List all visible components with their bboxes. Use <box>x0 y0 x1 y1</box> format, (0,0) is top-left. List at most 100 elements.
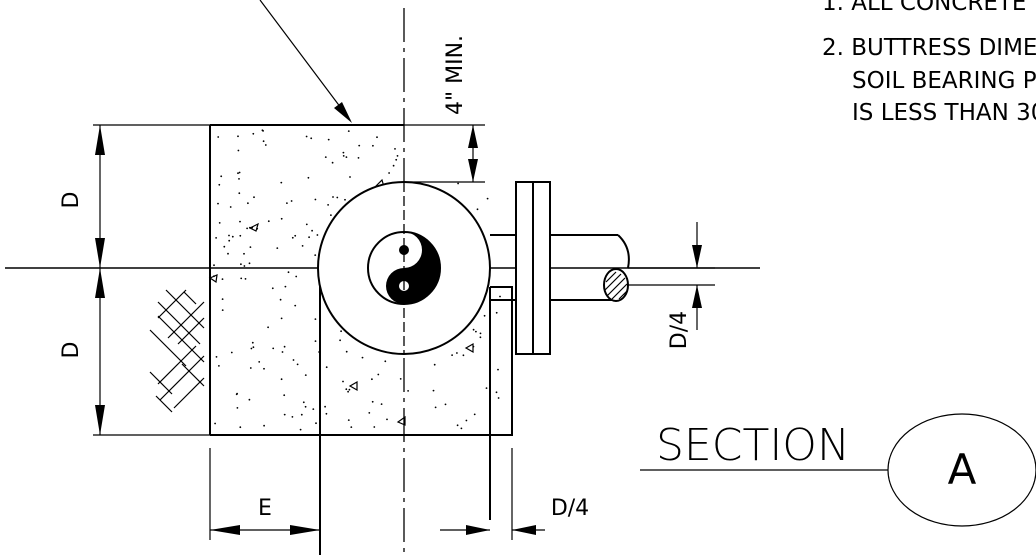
stipple-dot <box>239 220 241 223</box>
stipple-dot <box>432 389 435 392</box>
stipple-dot <box>499 295 501 298</box>
stipple-dot <box>243 265 246 267</box>
stipple-dot <box>262 130 264 132</box>
pipe-horizontal <box>550 234 630 302</box>
stipple-dot <box>249 367 252 369</box>
stipple-dot <box>283 394 286 397</box>
stipple-dot <box>368 412 371 414</box>
stipple-dot <box>497 368 499 371</box>
section-title: SECTION <box>656 420 850 471</box>
stipple-dot <box>371 400 374 403</box>
notes: 1. ALL CONCRETE TO 2. BUTTRESS DIMENS SO… <box>822 0 1036 126</box>
elbow-fitting <box>317 181 491 355</box>
stipple-dot <box>314 198 317 201</box>
stipple-dot <box>221 298 224 300</box>
stipple-dot <box>235 393 238 396</box>
stipple-dot <box>456 424 459 427</box>
stipple-dot <box>394 148 396 150</box>
stipple-dot <box>280 317 283 320</box>
stipple-dot <box>456 352 458 354</box>
stipple-dot <box>267 220 270 223</box>
stipple-dot <box>465 419 468 422</box>
stipple-dot <box>217 202 219 205</box>
dim-d-lower: D <box>59 268 210 436</box>
stipple-dot <box>264 144 267 146</box>
stipple-dot <box>247 202 249 205</box>
stipple-dot <box>308 236 310 239</box>
stipple-dot <box>249 246 252 249</box>
stipple-dot <box>395 158 398 161</box>
stipple-dot <box>290 200 293 202</box>
stipple-dot <box>251 341 254 344</box>
stipple-dot <box>239 234 242 237</box>
stipple-dot <box>457 182 459 185</box>
stipple-dot <box>386 418 388 421</box>
stipple-dot <box>485 387 488 389</box>
stipple-dot <box>307 176 310 179</box>
stipple-dot <box>316 234 319 236</box>
stipple-dot <box>340 330 342 333</box>
stipple-dot <box>472 328 475 331</box>
note-line-1: 1. ALL CONCRETE TO <box>822 0 1036 16</box>
stipple-dot <box>300 413 303 416</box>
stipple-dot <box>325 412 328 415</box>
dim-e: E <box>209 448 320 540</box>
stipple-dot <box>238 178 240 180</box>
stipple-dot <box>444 403 447 406</box>
stipple-dot <box>434 406 437 409</box>
stipple-dot <box>342 380 344 383</box>
stipple-dot <box>324 405 326 408</box>
stipple-dot <box>217 136 220 138</box>
stipple-dot <box>310 137 313 140</box>
stipple-dot <box>373 426 376 428</box>
dim-d4-right-label: D/4 <box>667 311 692 349</box>
stipple-dot <box>347 419 350 421</box>
section-marker: A <box>948 445 977 494</box>
stipple-dot <box>231 235 234 238</box>
stipple-dot <box>218 222 221 224</box>
stipple-dot <box>347 130 350 133</box>
stipple-dot <box>296 363 299 366</box>
stipple-dot <box>295 275 298 278</box>
stipple-dot <box>302 401 305 404</box>
stipple-dot <box>283 413 286 416</box>
stipple-dot <box>407 390 409 392</box>
concrete-stipple <box>213 129 501 431</box>
stipple-dot <box>283 345 286 348</box>
stipple-dot <box>327 204 329 206</box>
pipe-vertical <box>319 280 491 555</box>
stipple-dot <box>475 330 477 333</box>
stipple-dot <box>376 136 378 139</box>
stipple-dot <box>324 156 327 159</box>
stipple-dot <box>218 183 221 186</box>
stipple-dot <box>314 318 317 320</box>
stipple-dot <box>263 424 265 427</box>
stipple-dot <box>339 339 341 342</box>
stipple-dot <box>286 202 288 205</box>
concrete-block <box>209 124 513 436</box>
stipple-dot <box>227 252 229 255</box>
aggregate-marks <box>208 178 474 426</box>
stipple-dot <box>305 135 308 138</box>
stipple-dot <box>372 144 374 147</box>
stipple-dot <box>252 346 255 349</box>
stipple-dot <box>237 172 239 175</box>
stipple-dot <box>358 144 361 147</box>
stipple-dot <box>238 192 241 195</box>
soil-hatch <box>149 289 205 413</box>
stipple-dot <box>262 140 265 143</box>
stipple-dot <box>312 408 315 410</box>
stipple-dot <box>236 407 239 409</box>
stipple-dot <box>357 157 360 159</box>
stipple-dot <box>246 227 249 230</box>
stipple-dot <box>345 388 348 391</box>
stipple-dot <box>344 198 346 201</box>
stipple-dot <box>279 298 282 301</box>
stipple-dot <box>345 156 348 159</box>
stipple-dot <box>272 347 275 350</box>
stipple-dot <box>350 426 353 428</box>
stipple-dot <box>451 354 453 356</box>
stipple-dot <box>392 164 395 167</box>
dim-e-label: E <box>258 496 272 521</box>
stipple-dot <box>230 351 233 354</box>
